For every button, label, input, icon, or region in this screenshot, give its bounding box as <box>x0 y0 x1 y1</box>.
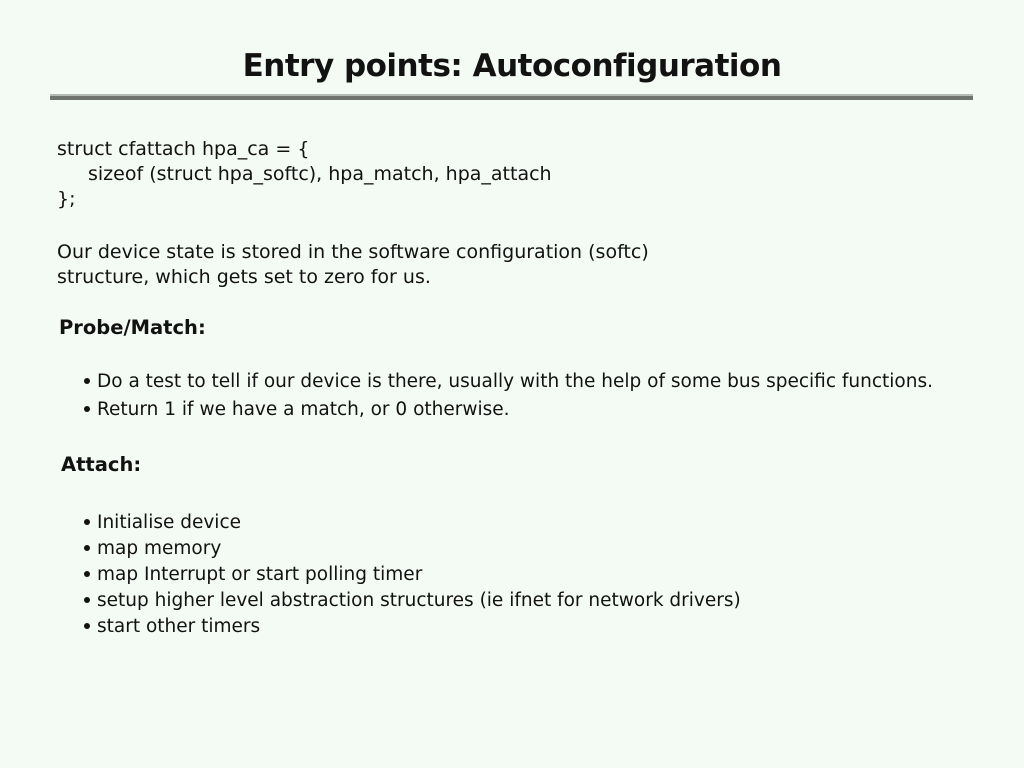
attach-heading: Attach: <box>61 453 142 476</box>
list-item: Return 1 if we have a match, or 0 otherw… <box>84 398 933 426</box>
list-item-text: map memory <box>97 538 222 559</box>
title-rule <box>50 94 973 100</box>
bullet-icon <box>84 406 90 412</box>
code-line: struct cfattach hpa_ca = { <box>57 138 310 160</box>
bullet-icon <box>84 597 90 603</box>
list-item: map Interrupt or start polling timer <box>84 563 741 589</box>
slide-title: Entry points: Autoconfiguration <box>242 48 782 84</box>
list-item: setup higher level abstraction structure… <box>84 589 741 615</box>
attach-list: Initialise device map memory map Interru… <box>84 511 741 641</box>
list-item-text: Return 1 if we have a match, or 0 otherw… <box>97 399 510 420</box>
list-item: Do a test to tell if our device is there… <box>84 370 933 398</box>
list-item: map memory <box>84 537 741 563</box>
bullet-icon <box>84 571 90 577</box>
probe-match-heading: Probe/Match: <box>59 316 206 339</box>
list-item-text: Initialise device <box>97 512 241 533</box>
probe-match-list: Do a test to tell if our device is there… <box>84 370 933 426</box>
list-item: Initialise device <box>84 511 741 537</box>
paragraph-line: structure, which gets set to zero for us… <box>57 266 431 288</box>
list-item-text: setup higher level abstraction structure… <box>97 590 741 611</box>
paragraph-line: Our device state is stored in the softwa… <box>57 241 649 263</box>
list-item-text: Do a test to tell if our device is there… <box>97 371 933 392</box>
code-line: }; <box>57 188 76 210</box>
bullet-icon <box>84 545 90 551</box>
bullet-icon <box>84 623 90 629</box>
list-item: start other timers <box>84 615 741 641</box>
bullet-icon <box>84 378 90 384</box>
bullet-icon <box>84 519 90 525</box>
list-item-text: map Interrupt or start polling timer <box>97 564 423 585</box>
softc-paragraph: Our device state is stored in the softwa… <box>57 240 649 290</box>
code-line: sizeof (struct hpa_softc), hpa_match, hp… <box>88 163 552 185</box>
list-item-text: start other timers <box>97 616 261 637</box>
code-block: struct cfattach hpa_ca = { sizeof (struc… <box>57 137 552 212</box>
